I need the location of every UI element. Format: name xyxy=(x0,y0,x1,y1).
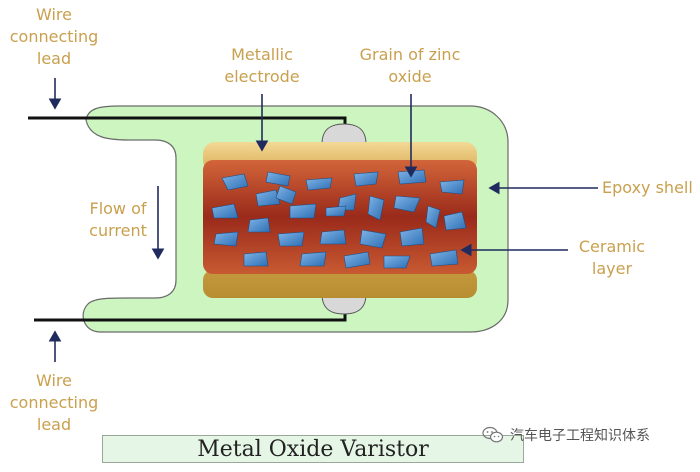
bottom-contact-bump xyxy=(321,293,367,315)
grain xyxy=(325,205,347,217)
watermark-text: 汽车电子工程知识体系 xyxy=(510,428,650,444)
grain xyxy=(211,203,239,219)
label-line: electrode xyxy=(224,67,300,86)
grain xyxy=(429,249,459,267)
grain xyxy=(275,185,297,205)
label-line: lead xyxy=(36,415,72,434)
grain xyxy=(367,195,385,221)
caption-box: Metal Oxide Varistor xyxy=(102,435,524,463)
label-line: Ceramic xyxy=(578,237,646,256)
label-line: connecting xyxy=(9,393,99,412)
grain xyxy=(247,217,271,233)
grain xyxy=(393,195,421,213)
grain xyxy=(353,171,379,187)
grain xyxy=(439,179,465,195)
label-grain-zinc-oxide: Grain of zinc oxide xyxy=(348,44,472,88)
label-line: Metallic xyxy=(231,45,293,64)
grain xyxy=(399,227,425,247)
wechat-icon xyxy=(482,426,504,443)
grain xyxy=(425,205,441,229)
label-line: Grain of zinc xyxy=(359,45,461,64)
grain xyxy=(277,231,305,247)
grain xyxy=(243,251,269,267)
label-line: current xyxy=(89,221,147,240)
grain xyxy=(255,189,281,207)
grain xyxy=(299,251,327,267)
grain xyxy=(443,211,467,231)
grain xyxy=(397,169,427,185)
grain xyxy=(383,255,411,269)
top-contact-bump xyxy=(321,123,367,145)
label-flow-of-current: Flow of current xyxy=(68,198,168,242)
label-line: Flow of xyxy=(89,199,147,218)
label-line: Epoxy shell xyxy=(602,178,693,197)
caption-title: Metal Oxide Varistor xyxy=(197,437,429,462)
label-epoxy-shell: Epoxy shell xyxy=(602,177,693,199)
grain xyxy=(265,171,291,187)
label-wire-bottom: Wire connecting lead xyxy=(2,370,106,436)
label-ceramic-layer: Ceramic layer xyxy=(566,236,658,280)
grain xyxy=(221,173,249,191)
label-line: Wire xyxy=(36,371,72,390)
grain xyxy=(337,193,357,211)
grain xyxy=(359,229,387,249)
label-metallic-electrode: Metallic electrode xyxy=(210,44,314,88)
watermark: 汽车电子工程知识体系 xyxy=(482,424,694,446)
grain xyxy=(289,203,317,219)
label-wire-top: Wire connecting lead xyxy=(2,4,106,70)
zinc-oxide-grains xyxy=(211,169,467,269)
label-line: connecting xyxy=(9,27,99,46)
grain xyxy=(319,229,347,245)
grain xyxy=(343,251,371,269)
label-line: lead xyxy=(36,49,72,68)
grain xyxy=(213,231,239,247)
label-line: Wire xyxy=(36,5,72,24)
label-line: layer xyxy=(591,259,633,278)
label-line: oxide xyxy=(388,67,432,86)
grain xyxy=(305,177,333,191)
bottom-metallic-electrode xyxy=(203,270,477,298)
